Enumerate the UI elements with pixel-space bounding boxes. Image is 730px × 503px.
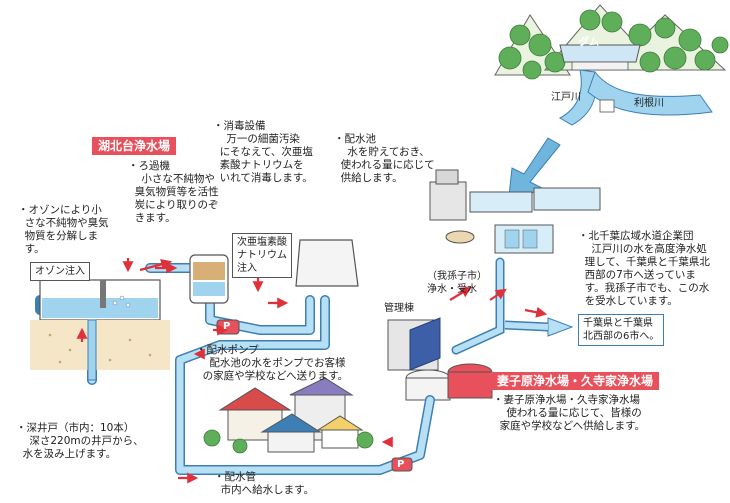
- well-note: ・深井戸（市内：10本） 深さ220mの井戸から、 水を汲み上げます。: [16, 422, 144, 460]
- pump-mark-2: P: [397, 459, 405, 470]
- tonegawa-label: 利根川: [634, 98, 664, 109]
- kohokudai-title: 湖北台浄水場: [92, 137, 177, 155]
- dam-label: ダム: [579, 37, 599, 48]
- filter-note: ・ろ過機 小さな不純物や 臭気物質等を活性 炭により取りのぞ きます。: [128, 160, 219, 224]
- pump-note: ・配水ポンプ 配水池の水をポンプでお客様 の家庭や学校などへ送ります。: [196, 344, 349, 382]
- edogawa-label: 江戸川: [551, 92, 581, 103]
- tsumakobara-note: ・妻子原浄水場・久寺家浄水場 使われる量に応じて、皆様の 家庭や学校などへ供給し…: [493, 394, 646, 432]
- rivers: [558, 69, 713, 126]
- tsumakobara-title: 妻子原浄水場・久寺家浄水場: [491, 372, 660, 390]
- pipe-note: ・配水管 市内へ給水します。: [214, 471, 315, 496]
- destination-box: 千葉県と千葉県 北西部の6市へ。: [578, 314, 665, 346]
- houses: [203, 377, 374, 454]
- filter-tank: [189, 254, 229, 304]
- abiko-city-label: （我孫子市） 浄水・受水: [427, 271, 487, 295]
- reservoir-tank: [295, 239, 359, 287]
- red-flow-arrows: [76, 258, 548, 484]
- abiko-receiving-pipes: [451, 257, 574, 355]
- disinfection-note: ・消毒設備 万一の細菌汚染 にそなえて、次亜塩 素酸ナトリウムを いれて消毒しま…: [213, 120, 313, 184]
- pump-2: [391, 457, 413, 472]
- control-building-label: 管理棟: [384, 303, 414, 314]
- pump-mark-1: P: [223, 321, 231, 332]
- kitachiba-note: ・北千葉広域水道企業団 江戸川の水を高度浄水処 理して、千葉県と千葉県北 西部の…: [578, 230, 710, 307]
- kitachiba-plant: [429, 169, 601, 254]
- dam: [559, 44, 641, 71]
- reservoir-note: ・配水池 水を貯えておき、 使われる量に応じて 供給します。: [334, 133, 435, 184]
- kohokudai-basin: [30, 279, 170, 381]
- hypochlorite-box: 次亜塩素酸 ナトリウム 注入: [232, 233, 292, 278]
- control-building: [387, 317, 493, 401]
- ozone-inject-box: オゾン注入: [30, 262, 90, 281]
- ozone-note: ・オゾンにより小 さな不純物や臭気 物質を分解しま す。: [18, 204, 109, 255]
